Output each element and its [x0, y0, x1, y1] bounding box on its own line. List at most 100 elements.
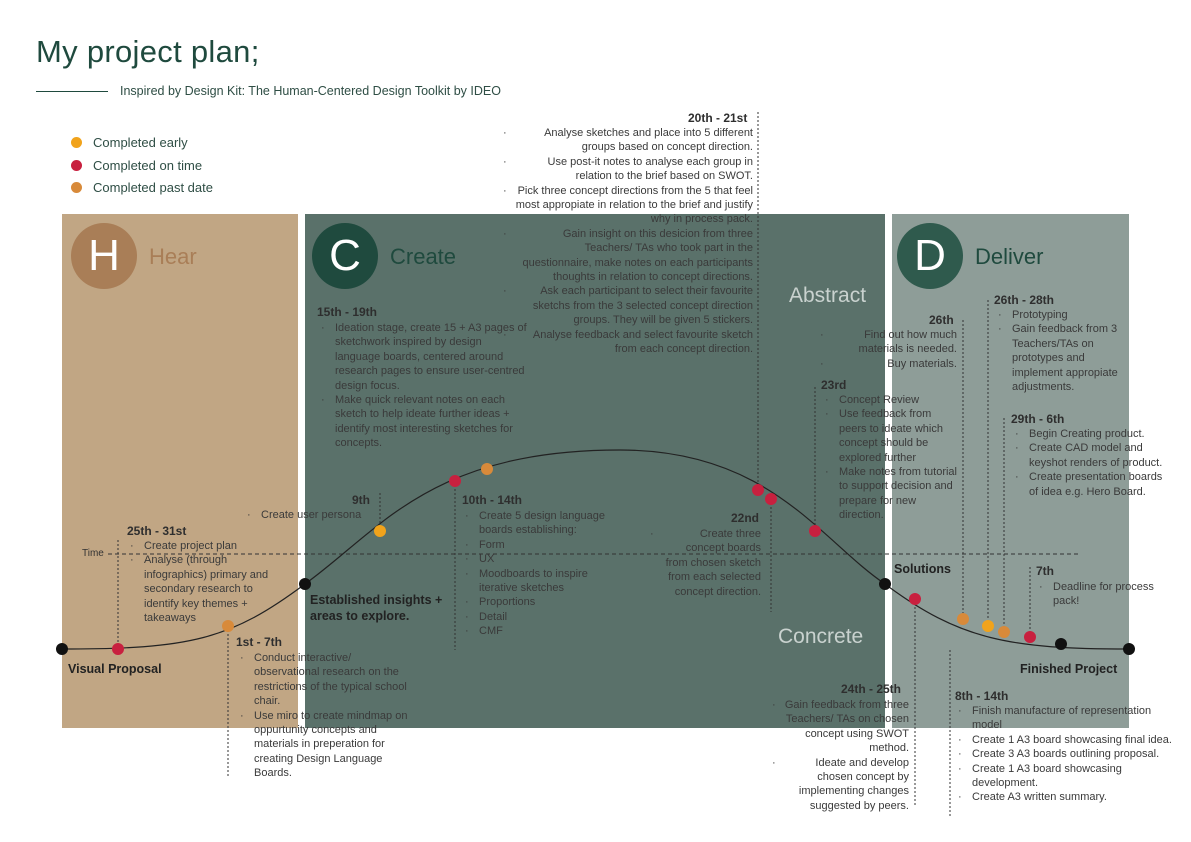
note-1st-list: Conduct interactive/ observational resea…: [240, 651, 414, 781]
note-8th-heading: 8th - 14th: [955, 689, 1009, 703]
deliver-badge: D: [897, 223, 963, 289]
note-20th-item: Pick three concept directions from the 5…: [503, 184, 753, 227]
page-title: My project plan;: [36, 34, 260, 69]
note-10th-item: Detail: [465, 610, 614, 625]
deliver-phase-label: Deliver: [975, 244, 1044, 269]
title-rule: [36, 91, 108, 92]
note-8th-item: Create 3 A3 boards outlining proposal.: [958, 747, 1184, 762]
note-24th-list: Gain feedback from three Teachers/ TAs o…: [772, 698, 909, 814]
note-20th-item: Ask each participant to select their fav…: [503, 284, 753, 327]
note-24th-item: Gain feedback from three Teachers/ TAs o…: [772, 698, 909, 756]
note-10th-heading: 10th - 14th: [462, 493, 523, 507]
abstract-label: Abstract: [789, 284, 867, 307]
solutions-label: Solutions: [894, 562, 951, 576]
note-23rd-item: Use feedback from peers to ideate which …: [825, 407, 961, 465]
visual-proposal-label: Visual Proposal: [68, 662, 162, 676]
note-26-28-item: Prototyping: [998, 308, 1137, 323]
note-8th-list: Finish manufacture of representation mod…: [958, 704, 1184, 805]
dot-26th: [957, 613, 969, 625]
note-29th-item: Create CAD model and keyshot renders of …: [1015, 441, 1164, 470]
note-20th-item: Gain insight on this desicion from three…: [503, 227, 753, 285]
end-dot: [1123, 643, 1135, 655]
note-20th-item: Analyse feedback and select favourite sk…: [503, 328, 753, 357]
note-26th-list: Find out how much materials is needed. B…: [820, 328, 957, 372]
note-22nd-heading: 22nd: [731, 511, 760, 525]
note-15th-item: Make quick relevant notes on each sketch…: [321, 393, 530, 451]
create-phase-label: Create: [390, 244, 457, 269]
note-22nd-list: Create three concept boards from chosen …: [650, 527, 761, 599]
note-25th-list: Create project plan Analyse (through inf…: [130, 539, 284, 625]
note-26th-item: Find out how much materials is needed.: [820, 328, 957, 357]
hear-phase-label: Hear: [149, 244, 197, 269]
dot-20th: [752, 484, 764, 496]
note-7th-list: Deadline for process pack!: [1039, 580, 1173, 609]
dot-8th: [1055, 638, 1067, 650]
dot-24th: [909, 593, 921, 605]
note-24th-item: Ideate and develop chosen concept by imp…: [772, 756, 909, 814]
note-20th-heading: 20th - 21st: [688, 111, 748, 125]
note-29th-item: Create presentation boards of idea e.g. …: [1015, 470, 1164, 499]
legend-on-time-label: Completed on time: [93, 158, 203, 173]
note-9th-item: Create user persona: [247, 508, 381, 523]
note-1st-item: Conduct interactive/ observational resea…: [240, 651, 414, 709]
note-10th-item: Moodboards to inspire iterative sketches: [465, 567, 614, 596]
dot-10th: [449, 475, 461, 487]
note-8th-item: Create A3 written summary.: [958, 790, 1184, 805]
dot-2628: [982, 620, 994, 632]
note-15th-heading: 15th - 19th: [317, 305, 378, 319]
note-26th-item: Buy materials.: [820, 357, 957, 372]
concrete-label: Concrete: [778, 625, 864, 648]
note-23rd-list: Concept Review Use feedback from peers t…: [825, 393, 961, 523]
dot-9th: [374, 525, 386, 537]
note-8th-item: Create 1 A3 board showcasing development…: [958, 762, 1184, 791]
note-25th-item: Create project plan: [130, 539, 284, 554]
note-26-28-heading: 26th - 28th: [994, 293, 1055, 307]
note-15th-item: Ideation stage, create 15 + A3 pages of …: [321, 321, 530, 393]
note-10th-item: CMF: [465, 624, 614, 639]
note-26-28-list: Prototyping Gain feedback from 3 Teacher…: [998, 308, 1137, 394]
established-insights-label: Established insights + areas to explore.: [310, 593, 443, 623]
note-9th-heading: 9th: [352, 493, 370, 507]
dot-solutions: [879, 578, 891, 590]
note-20th-item: Analyse sketches and place into 5 differ…: [503, 126, 753, 155]
note-8th-item: Create 1 A3 board showcasing final idea.: [958, 733, 1184, 748]
create-badge: C: [312, 223, 378, 289]
dot-23rd: [809, 525, 821, 537]
dot-22nd: [765, 493, 777, 505]
note-20th-item: Use post-it notes to analyse each group …: [503, 155, 753, 184]
dot-29th: [998, 626, 1010, 638]
note-23rd-item: Make notes from tutorial to support deci…: [825, 465, 961, 523]
note-29th-list: Begin Creating product. Create CAD model…: [1015, 427, 1164, 499]
note-8th-item: Finish manufacture of representation mod…: [958, 704, 1184, 733]
note-10th-item: UX: [465, 552, 614, 567]
note-9th-list: Create user persona: [247, 508, 381, 523]
legend-past-date-label: Completed past date: [93, 180, 213, 195]
note-26th-heading: 26th: [929, 313, 954, 327]
note-25th-heading: 25th - 31st: [127, 524, 187, 538]
note-26-28-item: Gain feedback from 3 Teachers/TAs on pro…: [998, 322, 1137, 394]
note-24th-heading: 24th - 25th: [841, 682, 902, 696]
legend-on-time-dot: [71, 160, 82, 171]
finished-project-label: Finished Project: [1020, 662, 1118, 676]
hear-badge: H: [71, 223, 137, 289]
start-dot: [56, 643, 68, 655]
note-22nd-item: Create three concept boards from chosen …: [650, 527, 761, 599]
note-10th-item: Create 5 design language boards establis…: [465, 509, 614, 538]
page-subtitle: Inspired by Design Kit: The Human-Center…: [120, 84, 501, 98]
dot-25th: [112, 643, 124, 655]
note-29th-item: Begin Creating product.: [1015, 427, 1164, 442]
time-label: Time: [82, 548, 104, 559]
note-10th-item: Form: [465, 538, 614, 553]
note-10th-list: Create 5 design language boards establis…: [465, 509, 614, 639]
note-23rd-item: Concept Review: [825, 393, 961, 408]
note-15th-list: Ideation stage, create 15 + A3 pages of …: [321, 321, 530, 451]
note-23rd-heading: 23rd: [821, 378, 847, 392]
note-1st-item: Use miro to create mindmap on oppurtunit…: [240, 709, 414, 781]
legend-past-date-dot: [71, 182, 82, 193]
note-1st-heading: 1st - 7th: [236, 635, 283, 649]
dot-15th: [481, 463, 493, 475]
dot-established: [299, 578, 311, 590]
leader-lines: [117, 112, 1031, 816]
note-7th-heading: 7th: [1036, 564, 1054, 578]
